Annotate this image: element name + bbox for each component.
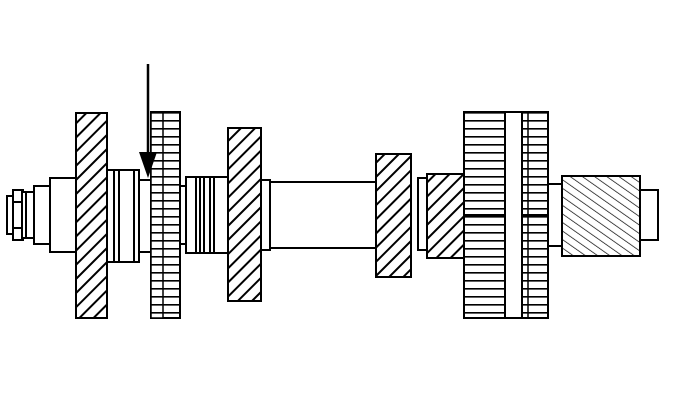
gear-1-helical [75, 112, 108, 319]
gear-5-helical [426, 173, 465, 259]
gear-4-helical [375, 153, 412, 278]
bearing [33, 177, 77, 253]
shaft-collar-right [547, 183, 563, 247]
pointer-arrow [139, 64, 157, 178]
shaft [269, 181, 659, 249]
synchro-hub [179, 176, 229, 254]
gear-7-helical-end [561, 175, 641, 257]
nut [6, 189, 24, 241]
gear-2-spur [150, 111, 181, 319]
gear-6-spur-double [463, 111, 549, 319]
washer [21, 191, 35, 239]
shaft-end [639, 189, 659, 241]
gear-3-collar [260, 179, 271, 251]
shaft-section [269, 181, 377, 249]
synchro-ring [106, 169, 152, 263]
gear-3-helical [227, 127, 262, 302]
spacer [417, 177, 428, 251]
